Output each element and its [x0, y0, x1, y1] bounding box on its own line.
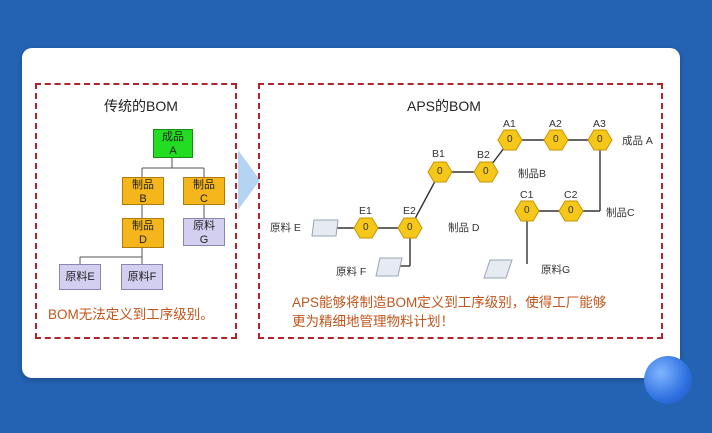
op-c1-value: 0 [524, 205, 530, 216]
decorative-orb [644, 356, 692, 404]
traditional-bom-caption: BOM无法定义到工序级别。 [48, 307, 214, 322]
op-b2-hex [473, 161, 499, 183]
op-a2-value: 0 [553, 134, 559, 145]
op-b1-hex [427, 161, 453, 183]
node-label: 成品 [162, 131, 184, 143]
op-a1-value: 0 [507, 134, 513, 145]
aps-bom-note-line1: APS能够将制造BOM定义到工序级别，使得工厂能够 [292, 295, 607, 310]
raw-material-e-label: 原料 E [270, 222, 301, 234]
transition-arrow-icon [238, 150, 260, 210]
op-a3-hex [587, 129, 613, 151]
op-b2-value: 0 [483, 166, 489, 177]
op-c2-name: C2 [564, 189, 578, 201]
node-label: 制品 [193, 179, 215, 191]
node-label: 制品 [132, 179, 154, 191]
op-e1-name: E1 [359, 205, 372, 217]
op-c1-name: C1 [520, 189, 534, 201]
op-b2-name: B2 [477, 149, 490, 161]
node-label: 制品 [132, 220, 154, 232]
op-a3-name: A3 [593, 118, 606, 130]
raw-f-card [375, 257, 403, 277]
op-e2-value: 0 [407, 222, 413, 233]
op-a2-hex [543, 129, 569, 151]
node-label: 原料F [127, 271, 157, 283]
raw-material-f-label: 原料 F [336, 266, 367, 278]
part-d-label: 制品 D [448, 222, 480, 234]
part-b-node: 制品 B [122, 177, 164, 205]
op-c2-value: 0 [568, 205, 574, 216]
raw-material-g-node: 原料 G [183, 218, 225, 246]
raw-e-card [311, 219, 339, 237]
op-c2-hex [558, 200, 584, 222]
part-c-node: 制品 C [183, 177, 225, 205]
node-code: C [200, 193, 208, 205]
node-code: G [199, 234, 209, 246]
op-c1-hex [514, 200, 540, 222]
raw-material-f-node: 原料F [121, 264, 163, 290]
op-b1-value: 0 [437, 166, 443, 177]
traditional-bom-panel [35, 83, 237, 339]
part-d-node: 制品 D [122, 218, 164, 248]
node-code: D [139, 234, 147, 246]
raw-material-e-node: 原料E [59, 264, 101, 290]
finished-product-a-label: 成品 A [622, 135, 653, 147]
aps-bom-note-line2: 更为精细地管理物料计划！ [292, 314, 454, 329]
traditional-bom-title: 传统的BOM [104, 98, 178, 114]
op-a1-name: A1 [503, 118, 516, 130]
op-e1-value: 0 [363, 222, 369, 233]
node-label: 原料 [193, 220, 215, 232]
aps-bom-panel [258, 83, 663, 339]
op-a2-name: A2 [549, 118, 562, 130]
node-label: 原料E [65, 271, 95, 283]
part-c-label: 制品C [606, 207, 635, 219]
op-a3-value: 0 [597, 134, 603, 145]
op-e2-hex [397, 217, 423, 239]
part-b-label: 制品B [518, 168, 547, 180]
node-code: A [169, 145, 177, 157]
node-code: B [139, 193, 147, 205]
op-b1-name: B1 [432, 148, 445, 160]
op-e1-hex [353, 217, 379, 239]
finished-product-a-node: 成品 A [153, 129, 193, 158]
raw-material-g-label: 原料G [541, 264, 571, 276]
op-a1-hex [497, 129, 523, 151]
aps-bom-title: APS的BOM [407, 98, 481, 114]
raw-g-card [483, 259, 513, 279]
op-e2-name: E2 [403, 205, 416, 217]
aps-bom-note: APS能够将制造BOM定义到工序级别，使得工厂能够 更为精细地管理物料计划！ [292, 293, 606, 331]
